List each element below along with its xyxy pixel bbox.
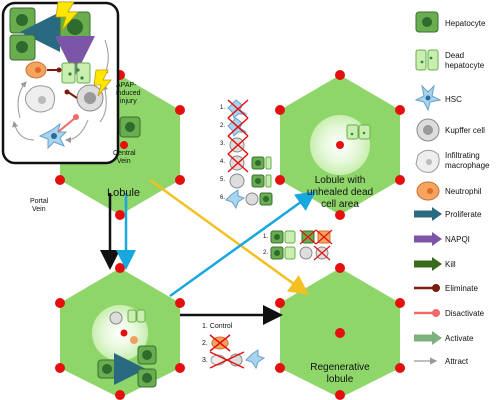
legend-napqi: NAPQI bbox=[445, 235, 470, 244]
legend-activate: Activate bbox=[445, 334, 474, 343]
legend-dead-1: Dead bbox=[445, 51, 464, 60]
legend-proliferate: Proliferate bbox=[445, 210, 482, 219]
apap-label-3: injury bbox=[120, 98, 137, 105]
legend-attract: Attract bbox=[445, 357, 469, 366]
legend-kupffer: Kupffer cell bbox=[445, 126, 485, 135]
regenerative-scenarios-top: 1. 2. bbox=[263, 229, 333, 261]
legend-disactivate: Disactivate bbox=[445, 309, 485, 318]
legend: Hepatocyte Dead hepatocyte HSC Kupffer c… bbox=[414, 11, 490, 366]
legend-dead-2: hepatocyte bbox=[445, 61, 485, 70]
regenerative-scenarios-bottom: 1. Control 2. 3. bbox=[202, 323, 266, 370]
apap-lightning-icon bbox=[93, 69, 112, 97]
lobule-label: Lobule bbox=[107, 187, 140, 199]
regenerative-label-1: Regenerative bbox=[310, 362, 370, 373]
legend-infiltrating-2: macrophage bbox=[445, 161, 490, 170]
scenario-number: 2. bbox=[202, 340, 208, 347]
unhealed-label-2: unhealed dead bbox=[307, 187, 373, 198]
apap-label-1: APAP- bbox=[116, 82, 137, 89]
unhealed-label-1: Lobule with bbox=[315, 175, 366, 186]
arrow-lobule-to-regenerative-yellow bbox=[149, 178, 310, 295]
scenario-number: 6. bbox=[220, 195, 225, 201]
central-vein-label-1: Central bbox=[113, 150, 136, 157]
mechanism-inset bbox=[1, 1, 120, 165]
legend-infiltrating-1: Infiltrating bbox=[445, 151, 480, 160]
portal-vein-label-1: Portal bbox=[30, 198, 49, 205]
legend-neutrophil: Neutrophil bbox=[445, 187, 482, 196]
unhealed-label-3: cell area bbox=[321, 199, 359, 210]
unhealed-scenarios: 1. 2. 3. 4. 5. 6. bbox=[220, 99, 273, 210]
hexagon-regenerative bbox=[275, 263, 405, 400]
central-vein bbox=[120, 141, 128, 149]
legend-hepatocyte: Hepatocyte bbox=[445, 19, 486, 28]
scenario-number: 1. bbox=[220, 105, 225, 111]
hexagon-unhealed bbox=[275, 70, 405, 220]
scenario-number: 2. bbox=[263, 250, 268, 256]
scenario-number: 4. bbox=[220, 159, 225, 165]
scenario-number: 1. bbox=[263, 234, 268, 240]
scenario-number: 5. bbox=[220, 177, 225, 183]
scenario-number: 3. bbox=[202, 357, 208, 364]
regenerative-label-2: lobule bbox=[327, 374, 354, 385]
legend-kill: Kill bbox=[445, 260, 456, 269]
hexagon-injured bbox=[55, 263, 185, 400]
scenario-number: 3. bbox=[220, 141, 225, 147]
control-label: 1. Control bbox=[202, 323, 233, 330]
central-vein-label-2: Vein bbox=[117, 158, 131, 165]
portal-vein-label-2: Vein bbox=[32, 206, 46, 213]
legend-hsc: HSC bbox=[445, 95, 462, 104]
legend-eliminate: Eliminate bbox=[445, 284, 478, 293]
scenario-number: 2. bbox=[220, 123, 225, 129]
apap-label-2: induced bbox=[116, 90, 141, 97]
arrow-injured-to-unhealed-blue bbox=[169, 191, 317, 298]
